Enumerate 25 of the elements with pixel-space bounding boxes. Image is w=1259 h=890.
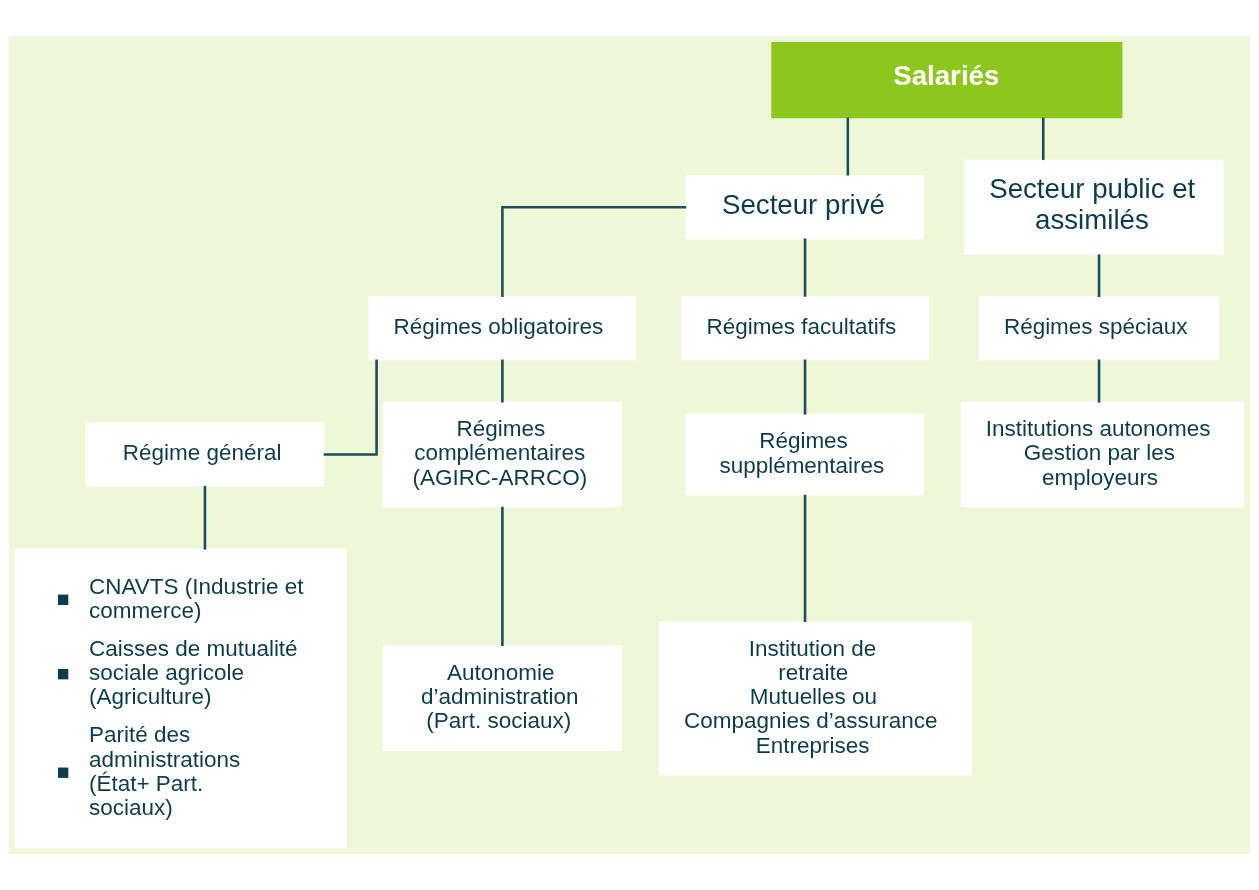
connector [1097, 359, 1101, 403]
connector [1041, 117, 1045, 161]
node-box: Secteur privé [685, 175, 925, 240]
connector [846, 117, 850, 176]
connector [501, 506, 504, 647]
node-box: CNAVTS (Industrie et commerce) Caisses de mutualité sociale agricole (Agriculture) Parité des administrations (État+ Part. sociaux) [14, 548, 347, 848]
node-box: Autonomie d’administration (Part. sociaux) [383, 645, 622, 752]
node-box: Régimes complémentaires (AGIRC-ARRCO) [383, 401, 622, 508]
node-box: Régimes spéciaux [978, 296, 1220, 361]
connector [501, 359, 504, 403]
node-box: Salariés [771, 42, 1123, 119]
connector [203, 485, 207, 550]
node-box: Régimes supplémentaires [685, 413, 925, 496]
node-box: Institutions autonomes Gestion par les employeurs [960, 401, 1245, 508]
connector [323, 359, 378, 456]
connector [803, 359, 807, 415]
node-box: Secteur public et assimilés [964, 159, 1224, 255]
connector [1097, 254, 1101, 298]
node-box: Régimes facultatifs [681, 296, 929, 361]
connector [501, 205, 687, 298]
connector [803, 238, 807, 297]
connector [803, 494, 807, 623]
node-box: Régime général [85, 422, 325, 487]
node-box: Institution de retraite Mutuelles ou Compagnies d’assurance Entreprises [658, 621, 972, 776]
node-box: Régimes obligatoires [368, 296, 637, 361]
